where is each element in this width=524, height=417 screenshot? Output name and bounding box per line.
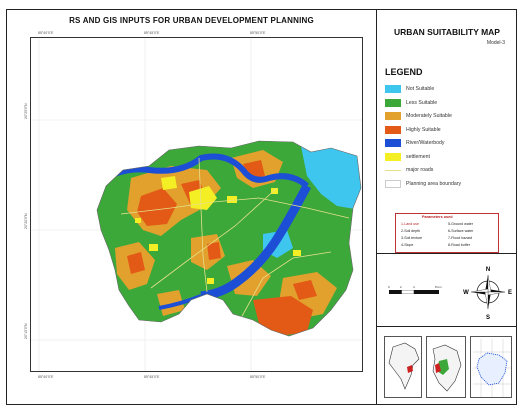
legend-item: Moderately Suitable bbox=[385, 111, 513, 125]
parameter-item: 8-Road buffer bbox=[448, 243, 470, 247]
tick-bottom-3: 85°50'0"E bbox=[250, 375, 266, 379]
legend-item: major roads bbox=[385, 165, 513, 179]
parameter-item: 3-Soil texture bbox=[401, 236, 423, 240]
map-frame bbox=[30, 37, 363, 372]
tick-left-3: 20°15'0"N bbox=[24, 323, 28, 339]
map-title: RS AND GIS INPUTS FOR URBAN DEVELOPMENT … bbox=[69, 16, 314, 25]
tick-top-1: 85°40'0"E bbox=[38, 31, 54, 35]
legend-label: River/Waterbody bbox=[406, 140, 445, 146]
compass-west: W bbox=[463, 290, 469, 296]
legend-line bbox=[385, 170, 401, 171]
legend-label: Moderately Suitable bbox=[406, 113, 452, 119]
parameter-item: 4-Slope bbox=[401, 243, 414, 247]
parameter-item: 7-Flood hazard bbox=[448, 236, 473, 240]
parameter-item: 2-Soil depth bbox=[401, 229, 421, 233]
side-title: URBAN SUITABILITY MAP bbox=[394, 27, 500, 37]
legend-swatch bbox=[385, 112, 401, 120]
divider bbox=[377, 326, 517, 327]
parameter-item: 5-Ground water bbox=[448, 222, 473, 226]
location-map-district bbox=[470, 336, 512, 398]
planning-boundary bbox=[96, 140, 362, 337]
parameter-item: 1-Land use bbox=[401, 222, 419, 226]
tick-top-3: 85°50'0"E bbox=[250, 31, 266, 35]
legend-heading: LEGEND bbox=[385, 67, 423, 77]
tick-left-1: 20°25'0"N bbox=[24, 103, 28, 119]
page-frame bbox=[6, 9, 517, 405]
legend-item: River/Waterbody bbox=[385, 138, 513, 152]
legend-label: major roads bbox=[406, 167, 434, 173]
suitability-zones bbox=[97, 141, 361, 336]
legend-label: Not Suitable bbox=[406, 86, 435, 92]
legend-label: Less Suitable bbox=[406, 99, 438, 106]
tick-top-2: 85°45'0"E bbox=[144, 31, 160, 35]
legend-swatch bbox=[385, 85, 401, 93]
legend-panel: URBAN SUITABILITY MAP Model-3 LEGEND Not… bbox=[377, 9, 517, 405]
legend-item: settlement bbox=[385, 152, 513, 166]
legend-item: Planning area boundary bbox=[385, 179, 513, 193]
legend-item: Highly Suitable bbox=[385, 125, 513, 139]
legend-swatch bbox=[385, 139, 401, 147]
tick-bottom-1: 85°40'0"E bbox=[38, 375, 54, 379]
location-map-india bbox=[384, 336, 422, 398]
legend: Not Suitable Less Suitable Moderately Su… bbox=[385, 84, 513, 192]
legend-item: Not Suitable bbox=[385, 84, 513, 98]
map-panel: RS AND GIS INPUTS FOR URBAN DEVELOPMENT … bbox=[6, 9, 377, 405]
legend-swatch bbox=[385, 125, 401, 134]
legend-outline bbox=[385, 179, 401, 188]
legend-label: Planning area boundary bbox=[406, 180, 462, 187]
location-map-state bbox=[426, 336, 466, 398]
legend-swatch bbox=[385, 98, 401, 107]
legend-swatch bbox=[385, 152, 401, 161]
legend-label: settlement bbox=[406, 153, 430, 160]
compass-rose-icon: N S E W bbox=[463, 267, 512, 321]
model-label: Model-3 bbox=[486, 40, 505, 46]
legend-label: Highly Suitable bbox=[406, 126, 441, 133]
parameters-box: Parameters used 1-Land use 2-Soil depth … bbox=[395, 213, 499, 253]
scale-label: 0 bbox=[388, 285, 390, 289]
legend-item: Less Suitable bbox=[385, 98, 513, 112]
compass-east: E bbox=[508, 290, 512, 296]
scale-bar bbox=[389, 290, 439, 294]
parameter-item: 6-Surface water bbox=[448, 229, 474, 233]
scale-label: 2 bbox=[400, 285, 402, 289]
tick-left-2: 20°20'0"N bbox=[24, 213, 28, 229]
compass-south: S bbox=[486, 315, 490, 321]
suitability-map bbox=[31, 38, 362, 371]
scale-label: 8 km bbox=[435, 285, 442, 289]
divider bbox=[377, 253, 517, 254]
compass-north: N bbox=[486, 267, 490, 273]
tick-bottom-2: 85°45'0"E bbox=[144, 375, 160, 379]
parameters-heading: Parameters used bbox=[422, 215, 453, 219]
scale-label: 4 bbox=[413, 285, 415, 289]
